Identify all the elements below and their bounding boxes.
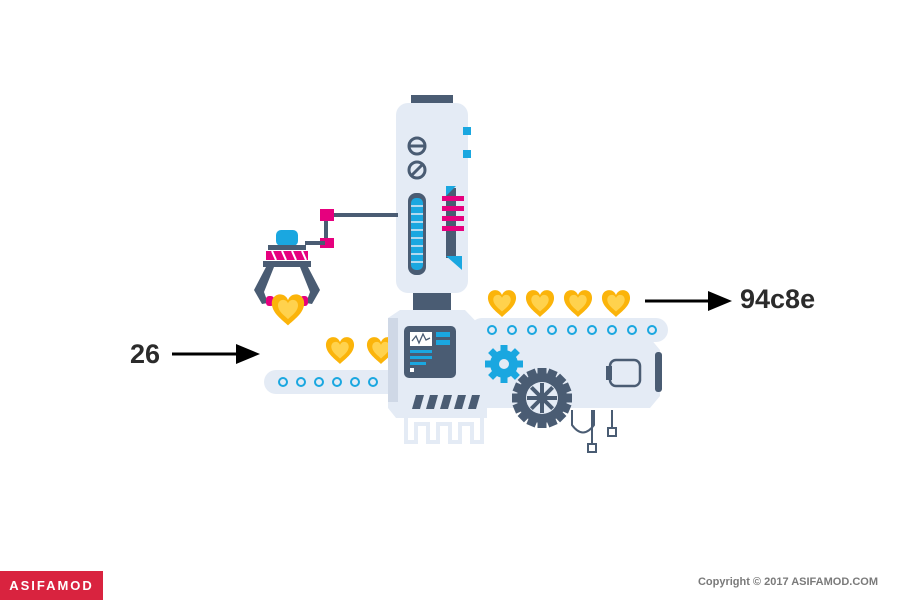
- heart-icon: [271, 294, 305, 326]
- heart-icon: [525, 290, 555, 317]
- input-arrow: [172, 344, 260, 364]
- heart-icon: [325, 337, 355, 364]
- gear-icon: [512, 368, 572, 428]
- copyright-text: Copyright © 2017 ASIFAMOD.COM: [697, 576, 878, 588]
- heart-icon: [487, 290, 517, 317]
- heart-icon: [563, 290, 593, 317]
- machine-tower: [396, 95, 471, 313]
- input-conveyor: [264, 370, 404, 394]
- pipe: [404, 412, 484, 444]
- heart-icon: [601, 290, 631, 317]
- output-arrow: [645, 291, 732, 311]
- machine-body: [388, 310, 662, 418]
- claw-arm: [254, 209, 398, 306]
- brand-logo: ASIFAMOD: [0, 571, 103, 600]
- output-value: 94c8e: [740, 284, 816, 314]
- output-conveyor: [470, 318, 668, 342]
- input-value: 26: [130, 339, 161, 369]
- wires: [571, 410, 617, 453]
- gear-icon: [485, 345, 523, 383]
